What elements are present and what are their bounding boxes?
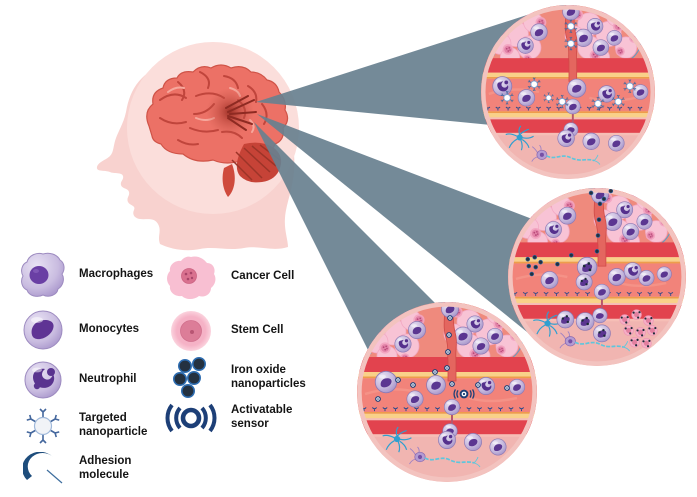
callout-beam-bottom [254, 122, 450, 350]
activatable-sensor-icon [158, 400, 224, 436]
brainstem [222, 164, 235, 197]
cerebellum-texture [231, 144, 281, 181]
legend-label-stem-cell: Stem Cell [231, 324, 284, 337]
legend-label-adhesion-molecule: Adhesion molecule [79, 455, 132, 481]
iron-oxide-nanoparticles-icon [158, 357, 224, 399]
legend-item-monocytes: Monocytes [14, 307, 171, 353]
cancer-cell-icon [158, 254, 224, 300]
legend-item-adhesion-molecule: Adhesion molecule [14, 447, 171, 491]
legend-item-stem-cell: Stem Cell [158, 309, 321, 353]
callout-beam-top [256, 14, 542, 130]
legend-item-targeted-nanoparticle: Targeted nanoparticle [14, 403, 171, 449]
legend-item-activatable-sensor: Activatable sensor [158, 399, 321, 437]
inset-vessel-iron-oxide-nanoparticles [508, 186, 686, 366]
brain [146, 64, 289, 197]
adhesion-molecule-icon [14, 452, 72, 486]
legend-label-activatable-sensor: Activatable sensor [231, 404, 293, 430]
lesion-streaks [225, 95, 257, 131]
macrophage-icon [14, 251, 72, 299]
stem-cell-icon [158, 309, 224, 353]
targeted-nanoparticle-icon [14, 406, 72, 446]
callout-beam-middle [257, 114, 540, 336]
monocyte-icon [14, 309, 72, 351]
legend: Macrophages Monocytes Neutrophil [0, 0, 330, 497]
legend-label-neutrophil: Neutrophil [79, 373, 137, 386]
callout-beams [254, 14, 542, 350]
legend-label-targeted-nanoparticle: Targeted nanoparticle [79, 412, 148, 438]
neutrophil-icon [14, 360, 72, 400]
legend-label-macrophages: Macrophages [79, 268, 154, 281]
legend-label-iron-oxide-nanoparticles: Iron oxide nanoparticles [231, 364, 306, 390]
legend-label-cancer-cell: Cancer Cell [231, 270, 295, 283]
legend-item-iron-oxide-nanoparticles: Iron oxide nanoparticles [158, 356, 321, 400]
legend-item-macrophages: Macrophages [14, 250, 171, 300]
legend-item-cancer-cell: Cancer Cell [158, 253, 321, 301]
legend-label-monocytes: Monocytes [79, 323, 140, 336]
legend-item-neutrophil: Neutrophil [14, 359, 171, 401]
